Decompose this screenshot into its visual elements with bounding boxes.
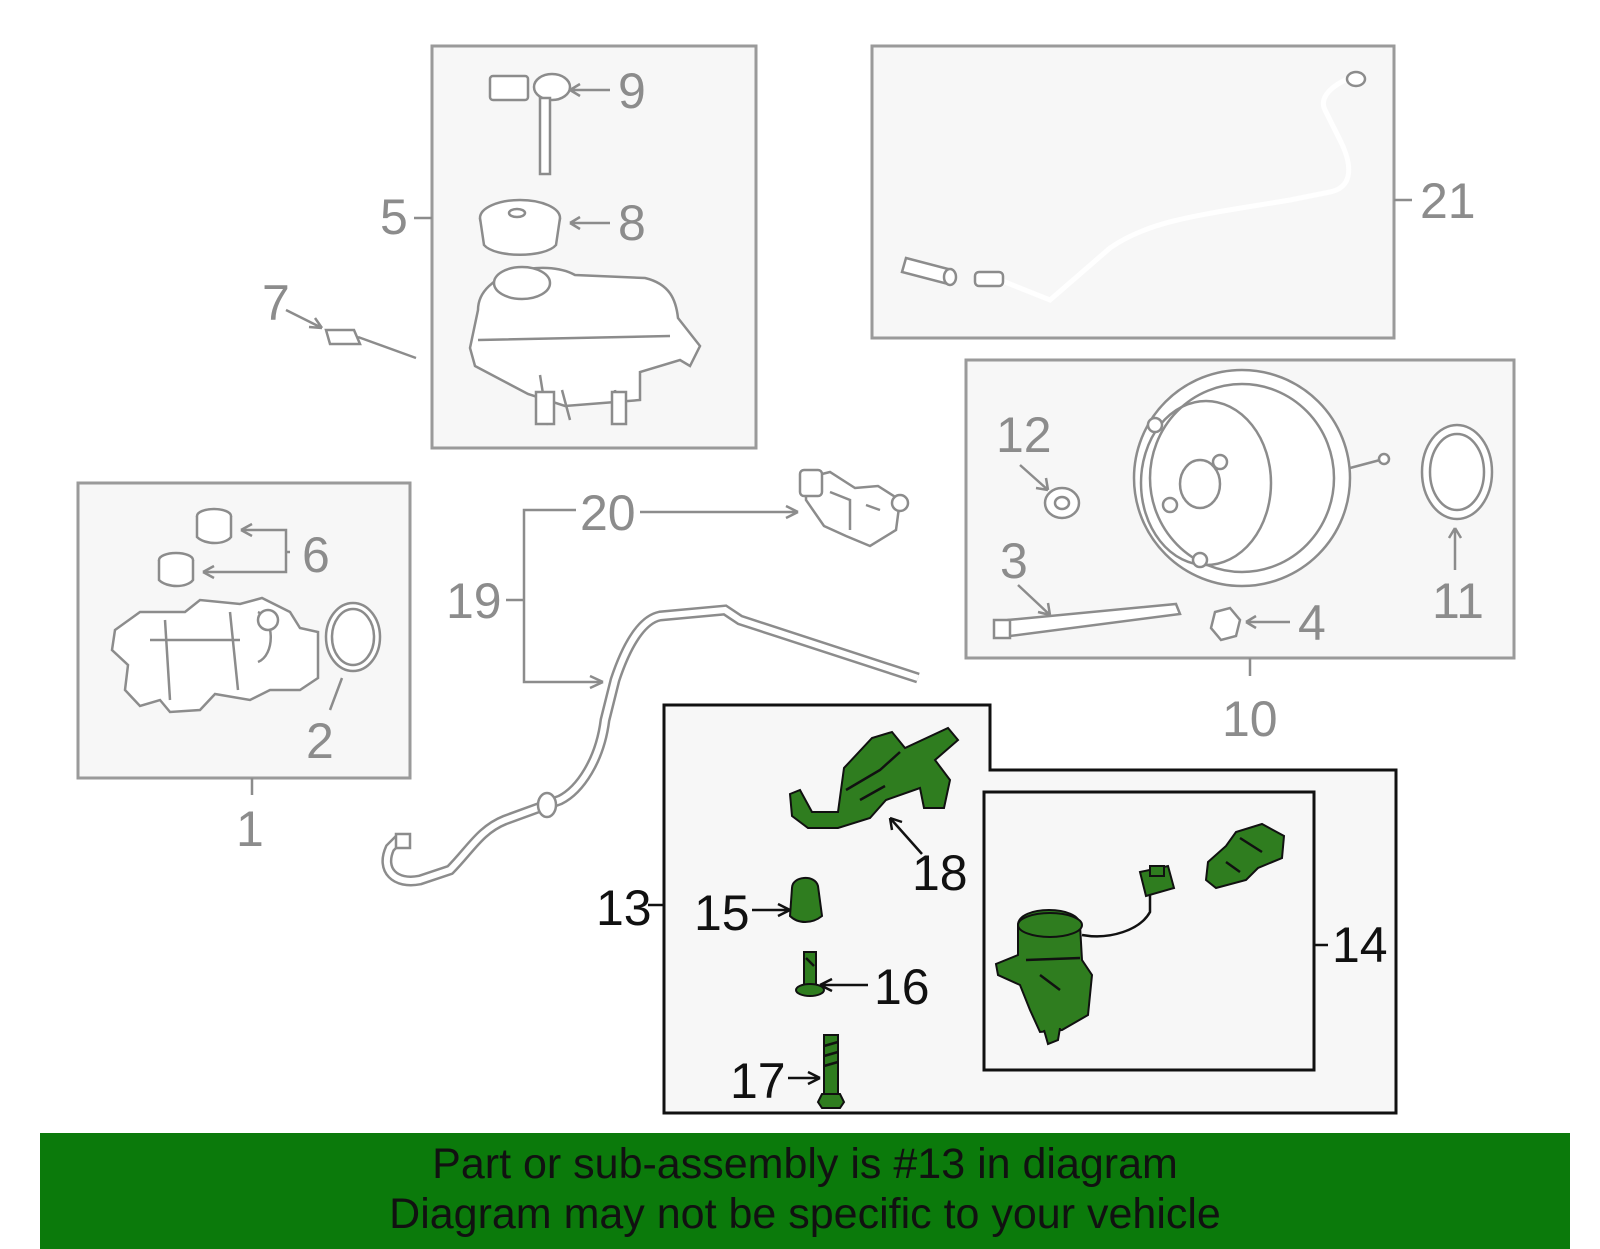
callout-7: 7 <box>262 275 290 331</box>
banner-line-1: Part or sub-assembly is #13 in diagram <box>432 1140 1178 1188</box>
callout-21: 21 <box>1420 173 1476 229</box>
callout-3: 3 <box>1000 533 1028 589</box>
booster-stud-part[interactable] <box>992 602 1182 640</box>
callout-13: 13 <box>596 880 652 936</box>
reservoir-cap-part[interactable] <box>478 198 562 256</box>
seal-ring-part[interactable] <box>324 601 382 673</box>
callout-1: 1 <box>236 801 264 857</box>
callout-4: 4 <box>1298 595 1326 651</box>
mounting-bolt-part[interactable] <box>816 1034 846 1109</box>
callout-12: 12 <box>996 407 1052 463</box>
vacuum-hose-box <box>870 44 1396 340</box>
callout-18: 18 <box>912 845 968 901</box>
reservoir-part[interactable] <box>468 265 702 426</box>
rubber-bumper-part[interactable] <box>788 877 824 923</box>
info-banner: Part or sub-assembly is #13 in diagram D… <box>40 1133 1570 1249</box>
booster-nut-part[interactable] <box>1209 606 1242 642</box>
callout-2: 2 <box>306 713 334 769</box>
hose-sleeve-part[interactable] <box>900 256 958 287</box>
brake-booster-group: 12 3 4 11 10 <box>964 358 1516 747</box>
callout-17: 17 <box>730 1053 786 1109</box>
check-valve-part[interactable] <box>798 468 910 548</box>
callout-9: 9 <box>618 63 646 119</box>
vacuum-hose-part[interactable] <box>973 70 1367 303</box>
air-pump-assembly-group: 13 15 16 17 18 14 <box>596 703 1398 1115</box>
callout-8: 8 <box>618 195 646 251</box>
callout-5: 5 <box>380 189 408 245</box>
push-pin-fastener-part[interactable] <box>795 951 825 997</box>
vacuum-hose-group: 21 <box>870 44 1476 340</box>
reservoir-group: 5 7 8 9 <box>262 44 758 450</box>
grommet-parts[interactable] <box>157 507 233 588</box>
pump-connector-part[interactable] <box>1204 822 1286 890</box>
brake-booster-part[interactable] <box>1132 368 1391 588</box>
pump-bracket-part[interactable] <box>788 726 960 829</box>
level-sensor-part[interactable] <box>488 72 572 176</box>
callout-14: 14 <box>1332 917 1388 973</box>
banner-line-2: Diagram may not be specific to your vehi… <box>389 1190 1221 1238</box>
booster-seal-part[interactable] <box>1043 486 1081 520</box>
callout-15: 15 <box>694 885 750 941</box>
secondary-air-pump-part[interactable] <box>994 864 1176 1046</box>
callout-19: 19 <box>446 573 502 629</box>
reservoir-pin-part[interactable] <box>324 328 417 360</box>
callout-16: 16 <box>874 959 930 1015</box>
callout-6: 6 <box>302 527 330 583</box>
callout-10: 10 <box>1222 691 1278 747</box>
vacuum-line-part[interactable] <box>381 604 920 887</box>
vacuum-line-group: 19 20 <box>381 468 920 887</box>
booster-gasket-part[interactable] <box>1420 423 1494 521</box>
callout-20: 20 <box>580 485 636 541</box>
master-cylinder-group: 6 2 1 <box>76 481 412 857</box>
callout-11: 11 <box>1432 573 1484 629</box>
